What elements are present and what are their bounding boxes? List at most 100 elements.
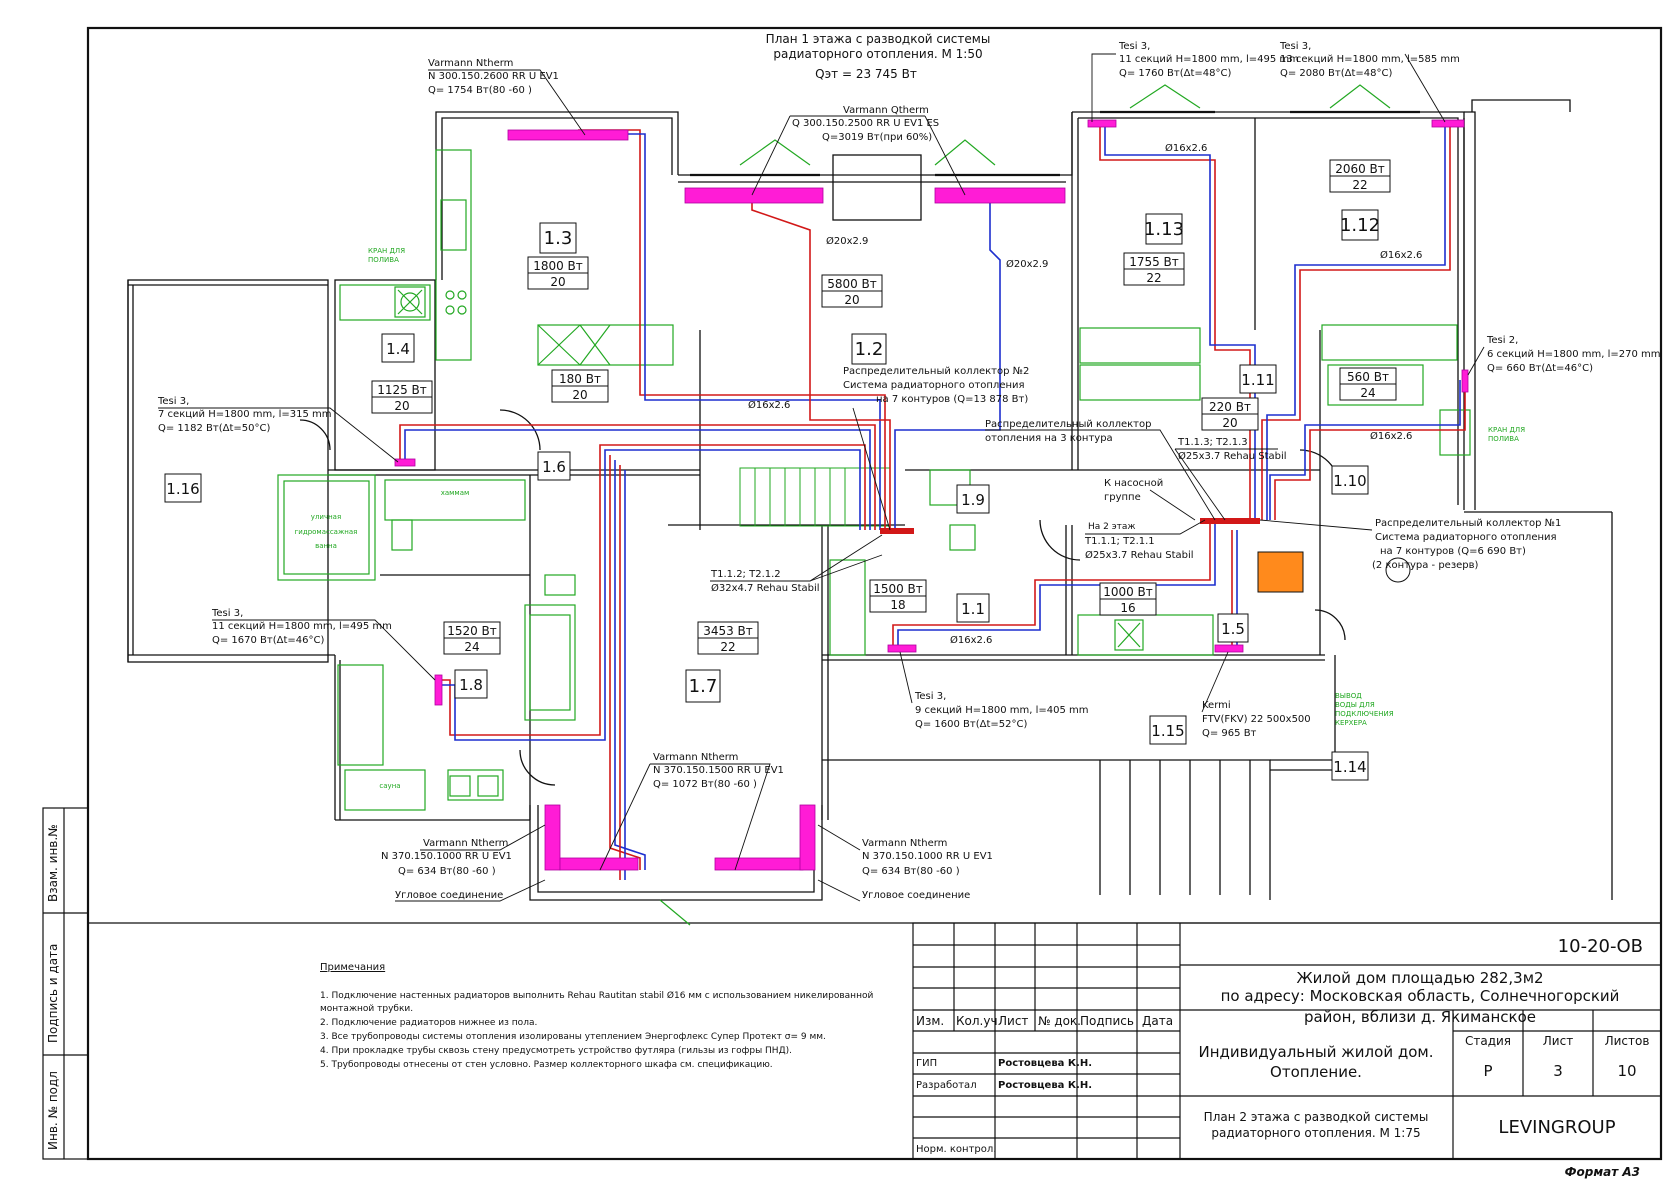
svg-text:1125 Вт: 1125 Вт — [377, 383, 427, 397]
svg-text:18: 18 — [890, 598, 905, 612]
dia-16a: Ø16x2.6 — [748, 399, 790, 411]
room-1-12: 1.12 — [1340, 215, 1380, 236]
svg-text:11 секций H=1800 mm, l=495 mm: 11 секций H=1800 mm, l=495 mm — [212, 621, 392, 632]
project-line2: по адресу: Московская область, Солнечног… — [1221, 987, 1620, 1005]
project-line3: район, вблизи д. Якиманское — [1304, 1008, 1536, 1026]
dia-16e: Ø16x2.6 — [950, 634, 992, 646]
svg-text:24: 24 — [464, 640, 479, 654]
notes: Примечания 1. Подключение настенных ради… — [320, 962, 873, 1070]
svg-text:T1.1.3; T2.1.3: T1.1.3; T2.1.3 — [1177, 437, 1248, 448]
svg-text:Varmann Ntherm: Varmann Ntherm — [423, 838, 508, 849]
load-1-1: 1500 Вт 18 — [869, 579, 927, 613]
collector-1 — [1200, 518, 1260, 524]
radiator-qtherm-right — [934, 187, 1066, 204]
svg-text:Распределительный коллектор №2: Распределительный коллектор №2 — [843, 366, 1029, 377]
note-collector-1: Распределительный коллектор №1 Система р… — [1259, 518, 1561, 571]
dia-16d: Ø16x2.6 — [1370, 430, 1412, 442]
room-1-7: 1.7 — [689, 676, 718, 697]
svg-text:Система радиаторного отопления: Система радиаторного отопления — [1375, 532, 1557, 543]
note-collector-3: Распределительный коллектор отопления на… — [985, 419, 1216, 521]
outlet-l1: ВЫВОД — [1335, 692, 1362, 700]
svg-text:Q= 2080 Вт(Δt=48°C): Q= 2080 Вт(Δt=48°C) — [1280, 68, 1392, 79]
svg-text:20: 20 — [1222, 416, 1237, 430]
room-1-15: 1.15 — [1151, 722, 1184, 740]
svg-text:Q= 965 Вт: Q= 965 Вт — [1202, 728, 1257, 739]
svg-text:16: 16 — [1120, 601, 1135, 615]
svg-text:Tesi 3,: Tesi 3, — [211, 608, 243, 619]
svg-text:180 Вт: 180 Вт — [559, 372, 601, 386]
room-1-5: 1.5 — [1221, 620, 1245, 638]
svg-text:N 300.150.2600 RR U EV1: N 300.150.2600 RR U EV1 — [428, 71, 559, 82]
note-t111: T1.1.1; T2.1.1 Ø25x3.7 Rehau Stabil — [1084, 519, 1206, 561]
outlet-l3: ПОДКЛЮЧЕНИЯ — [1335, 710, 1394, 718]
sheets-label: Листов — [1605, 1034, 1650, 1048]
radiator-bottom-left-h — [559, 857, 639, 871]
svg-text:Угловое соединение: Угловое соединение — [395, 890, 503, 901]
sheet-label: Лист — [1543, 1034, 1573, 1048]
note-kermi: Kermi FTV(FKV) 22 500x500 Q= 965 Вт — [1201, 651, 1311, 739]
svg-text:1800 Вт: 1800 Вт — [533, 259, 583, 273]
sheet-title-line2: радиаторного отопления. М 1:75 — [1211, 1126, 1420, 1140]
person-gip: Ростовцева К.Н. — [998, 1058, 1092, 1069]
doc-code: 10-20-ОВ — [1558, 936, 1643, 957]
svg-text:1500 Вт: 1500 Вт — [873, 582, 923, 596]
room-labels: 1.16 1.4 1.3 1.2 1.13 1.12 1.11 1.10 1.9… — [164, 209, 1380, 781]
room-1-6: 1.6 — [542, 458, 566, 476]
radiators — [394, 119, 1469, 871]
dia-16b: Ø16x2.6 — [1165, 142, 1207, 154]
svg-text:К насосной: К насосной — [1104, 478, 1163, 489]
side-label-replace: Взам. инв.№ — [46, 824, 60, 902]
radiator-1-16 — [394, 458, 416, 467]
note-varmann-bl: Varmann Ntherm N 370.150.1000 RR U EV1 Q… — [381, 824, 546, 902]
svg-text:Ø25x3.7 Rehau Stabil: Ø25x3.7 Rehau Stabil — [1178, 450, 1287, 462]
dia-16c: Ø16x2.6 — [1380, 249, 1422, 261]
svg-text:1000 Вт: 1000 Вт — [1103, 585, 1153, 599]
room-1-1: 1.1 — [961, 600, 985, 618]
svg-text:Q=3019 Вт(при 60%): Q=3019 Вт(при 60%) — [822, 132, 932, 143]
note-tesi-1-10: Tesi 2, 6 секций H=1800 mm, l=270 mm Q= … — [1467, 335, 1661, 376]
svg-text:Q= 1670 Вт(Δt=46°C): Q= 1670 Вт(Δt=46°C) — [212, 635, 324, 646]
svg-text:6 секций H=1800 mm, l=270 mm: 6 секций H=1800 mm, l=270 mm — [1487, 349, 1661, 360]
note-3: 3. Все трубопроводы системы отопления из… — [320, 1032, 826, 1042]
room-1-13: 1.13 — [1144, 219, 1184, 240]
radiator-1-5 — [1214, 644, 1244, 653]
side-label-sign: Подпись и дата — [46, 944, 60, 1043]
plan-title-line3: Qэт = 23 745 Вт — [815, 67, 917, 81]
svg-text:Tesi 3,: Tesi 3, — [157, 396, 189, 407]
note-tesi-1-1: Tesi 3, 9 секций H=1800 mm, l=405 mm Q= … — [899, 651, 1089, 730]
note-collector-2: Распределительный коллектор №2 Система р… — [843, 366, 1029, 531]
dia-20b: Ø20x2.9 — [1006, 258, 1048, 270]
svg-text:Varmann Ntherm: Varmann Ntherm — [653, 752, 738, 763]
hdr-list: Лист — [998, 1014, 1028, 1028]
radiator-bottom-right-v — [799, 804, 816, 871]
svg-text:1520 Вт: 1520 Вт — [447, 624, 497, 638]
note-5: 5. Трубопроводы отнесены от стен условно… — [320, 1060, 773, 1070]
svg-text:FTV(FKV) 22 500x500: FTV(FKV) 22 500x500 — [1202, 714, 1311, 725]
hot-tub — [277, 474, 376, 581]
svg-text:3453 Вт: 3453 Вт — [703, 624, 753, 638]
svg-text:22: 22 — [1146, 271, 1161, 285]
room-1-9: 1.9 — [961, 491, 985, 509]
radiator-1-3 — [507, 129, 629, 141]
plan-title-line2: радиаторного отопления. М 1:50 — [773, 47, 982, 61]
room-1-4: 1.4 — [386, 340, 410, 358]
hdr-sign: Подпись — [1080, 1014, 1134, 1028]
svg-text:Tesi 2,: Tesi 2, — [1486, 335, 1518, 346]
note-tesi-1-13: Tesi 3, 11 секций H=1800 mm, l=495 mm Q=… — [1091, 41, 1299, 122]
svg-text:Q= 634 Вт(80 -60 ): Q= 634 Вт(80 -60 ) — [862, 866, 960, 877]
svg-text:5800 Вт: 5800 Вт — [827, 277, 877, 291]
room-1-10: 1.10 — [1333, 472, 1366, 490]
room-1-14: 1.14 — [1333, 758, 1366, 776]
stove — [1257, 551, 1304, 593]
note-varmann-top: Varmann Ntherm N 300.150.2600 RR U EV1 Q… — [428, 58, 586, 136]
note-t113: T1.1.3; T2.1.3 Ø25x3.7 Rehau Stabil — [1174, 437, 1287, 521]
svg-text:22: 22 — [1352, 178, 1367, 192]
side-strip: Взам. инв.№ Подпись и дата Инв. № подл — [42, 807, 89, 1160]
svg-text:20: 20 — [844, 293, 859, 307]
svg-text:T1.1.2; T2.1.2: T1.1.2; T2.1.2 — [710, 569, 781, 580]
